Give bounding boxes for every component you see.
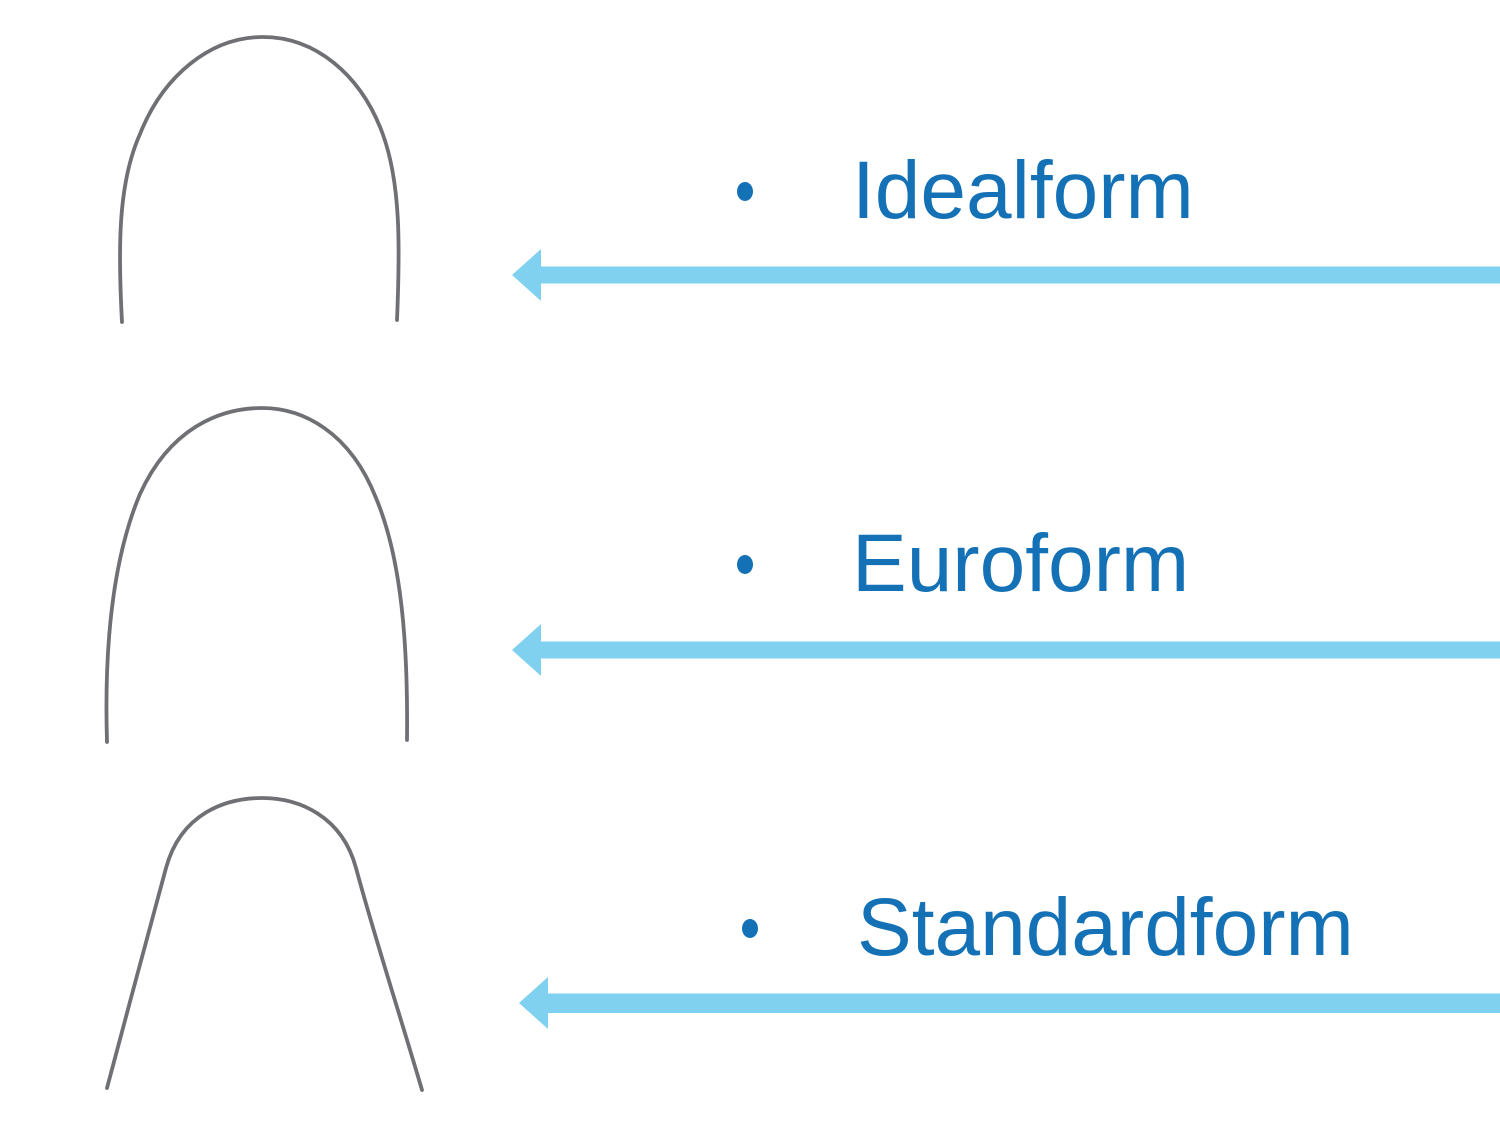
standardform-label: Standardform bbox=[857, 882, 1354, 973]
bullet-icon bbox=[737, 181, 753, 201]
label-row-standardform: Standardform bbox=[742, 885, 1354, 971]
label-row-idealform: Idealform bbox=[737, 148, 1194, 234]
standardform-arrow-left-icon bbox=[519, 977, 1500, 1029]
bullet-icon bbox=[742, 918, 758, 938]
euroform-archwire-image bbox=[104, 406, 410, 744]
idealform-archwire-image bbox=[118, 35, 401, 324]
standardform-archwire-image bbox=[105, 796, 424, 1092]
bullet-icon bbox=[737, 554, 753, 574]
idealform-arrow-left-icon bbox=[512, 249, 1500, 301]
label-row-euroform: Euroform bbox=[737, 521, 1189, 607]
euroform-arrow-left-icon bbox=[512, 624, 1500, 676]
euroform-label: Euroform bbox=[852, 518, 1190, 609]
idealform-label: Idealform bbox=[852, 145, 1194, 236]
